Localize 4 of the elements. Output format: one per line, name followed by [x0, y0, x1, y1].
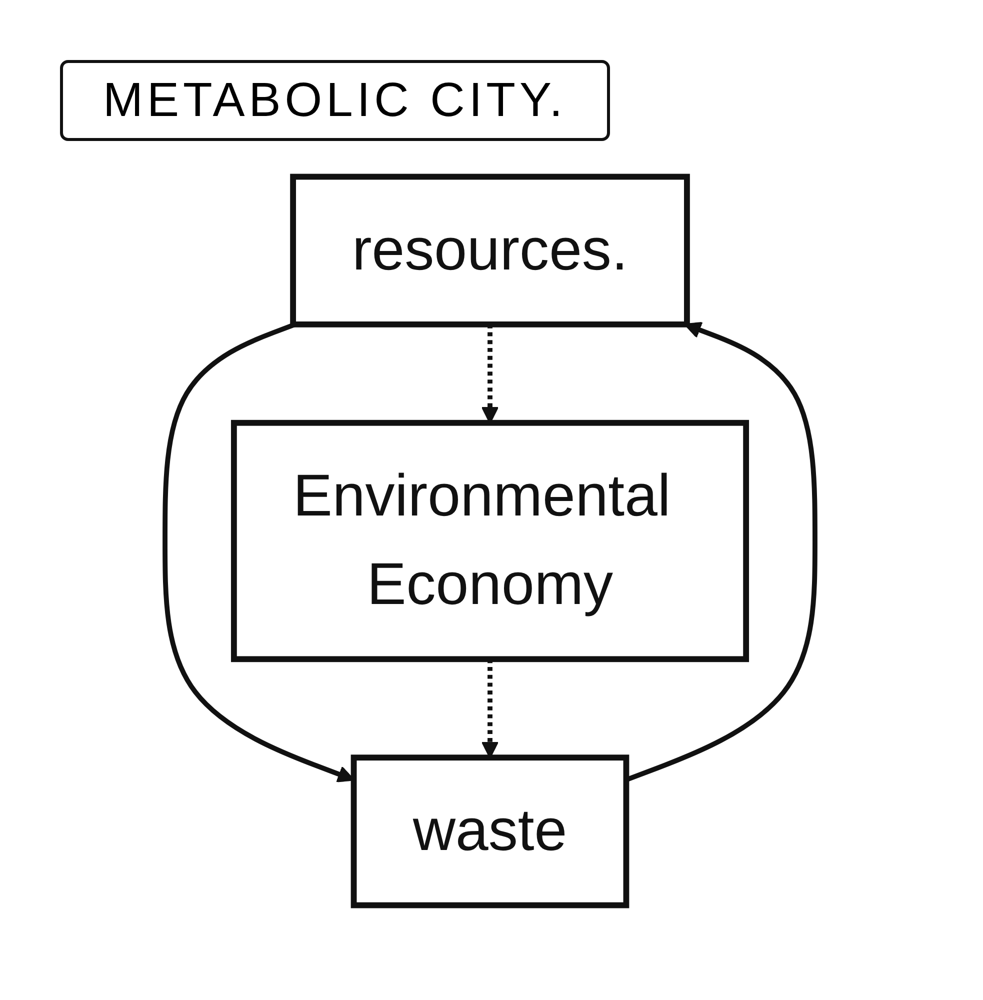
node-box: resources.: [290, 174, 690, 328]
node-box: waste: [350, 754, 630, 908]
title: METABOLIC CITY.: [60, 60, 610, 141]
node-box: Environmental Economy: [230, 420, 750, 662]
